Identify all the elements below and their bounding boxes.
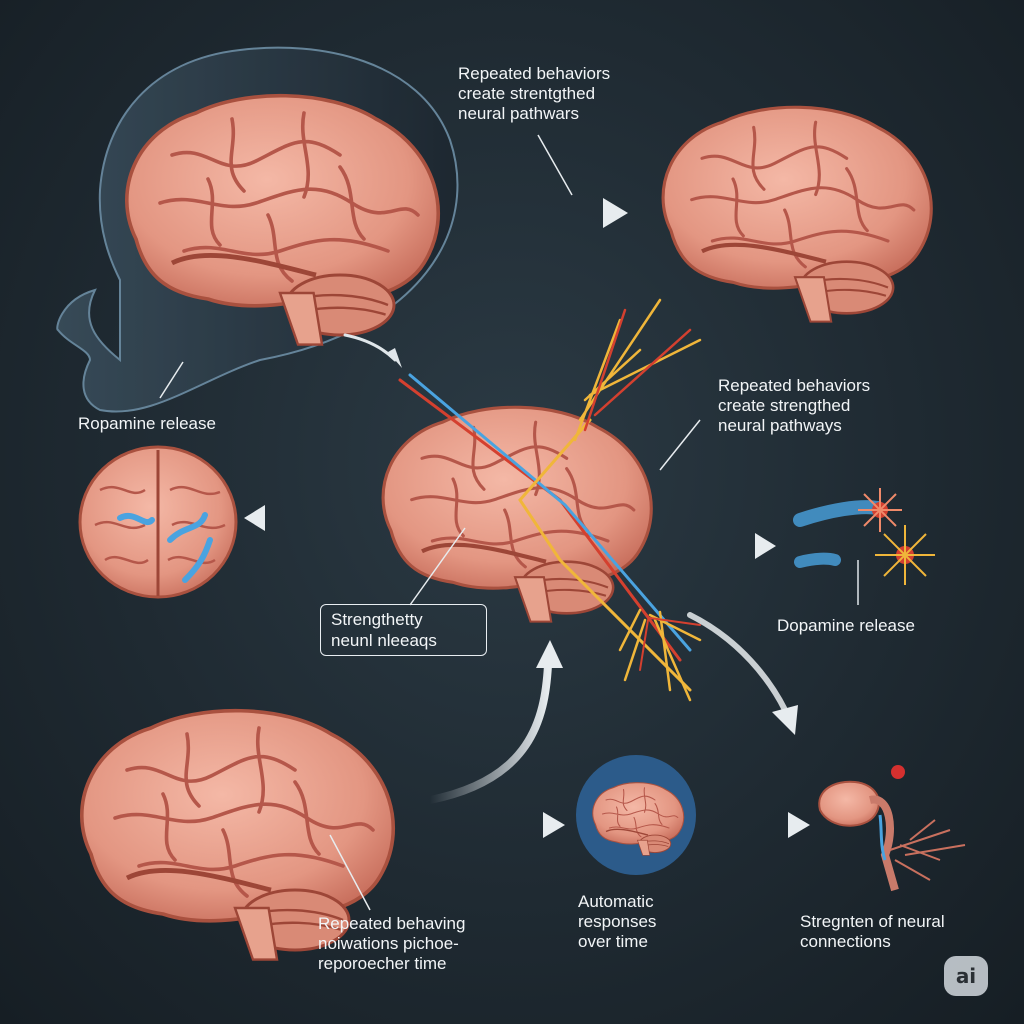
arrow-head-to-center [343,333,397,362]
label-left-dopamine: Ropamine release [78,414,216,433]
label-center-box: Strengthetty neunl nleeaqs [320,604,487,656]
label-bottom-left: Repeated behaving noiwations pichoe- rep… [318,914,466,973]
arrow-curve-up [426,661,552,804]
arrows [244,198,810,838]
neural-connection-icon [818,765,966,892]
automatic-responses-icon [576,755,696,875]
label-bottom-right: Stregnten of neural connections [800,912,945,951]
neural-pathways [398,298,702,702]
label-bottom-center: Automatic responses over time [578,892,657,951]
ai-watermark-badge: ai [944,956,988,996]
brain-top-view [78,445,238,599]
arrow-curve-down [687,612,788,713]
leader-lines [159,134,701,911]
label-top-right: Repeated behaviors create strentgthed ne… [458,64,611,123]
brain-top-right [663,107,931,321]
label-right-dopamine: Dopamine release [777,616,915,635]
dopamine-burst-icons [793,488,935,605]
label-mid-right: Repeated behaviors create strengthed neu… [718,376,871,435]
brain-center [383,407,651,621]
